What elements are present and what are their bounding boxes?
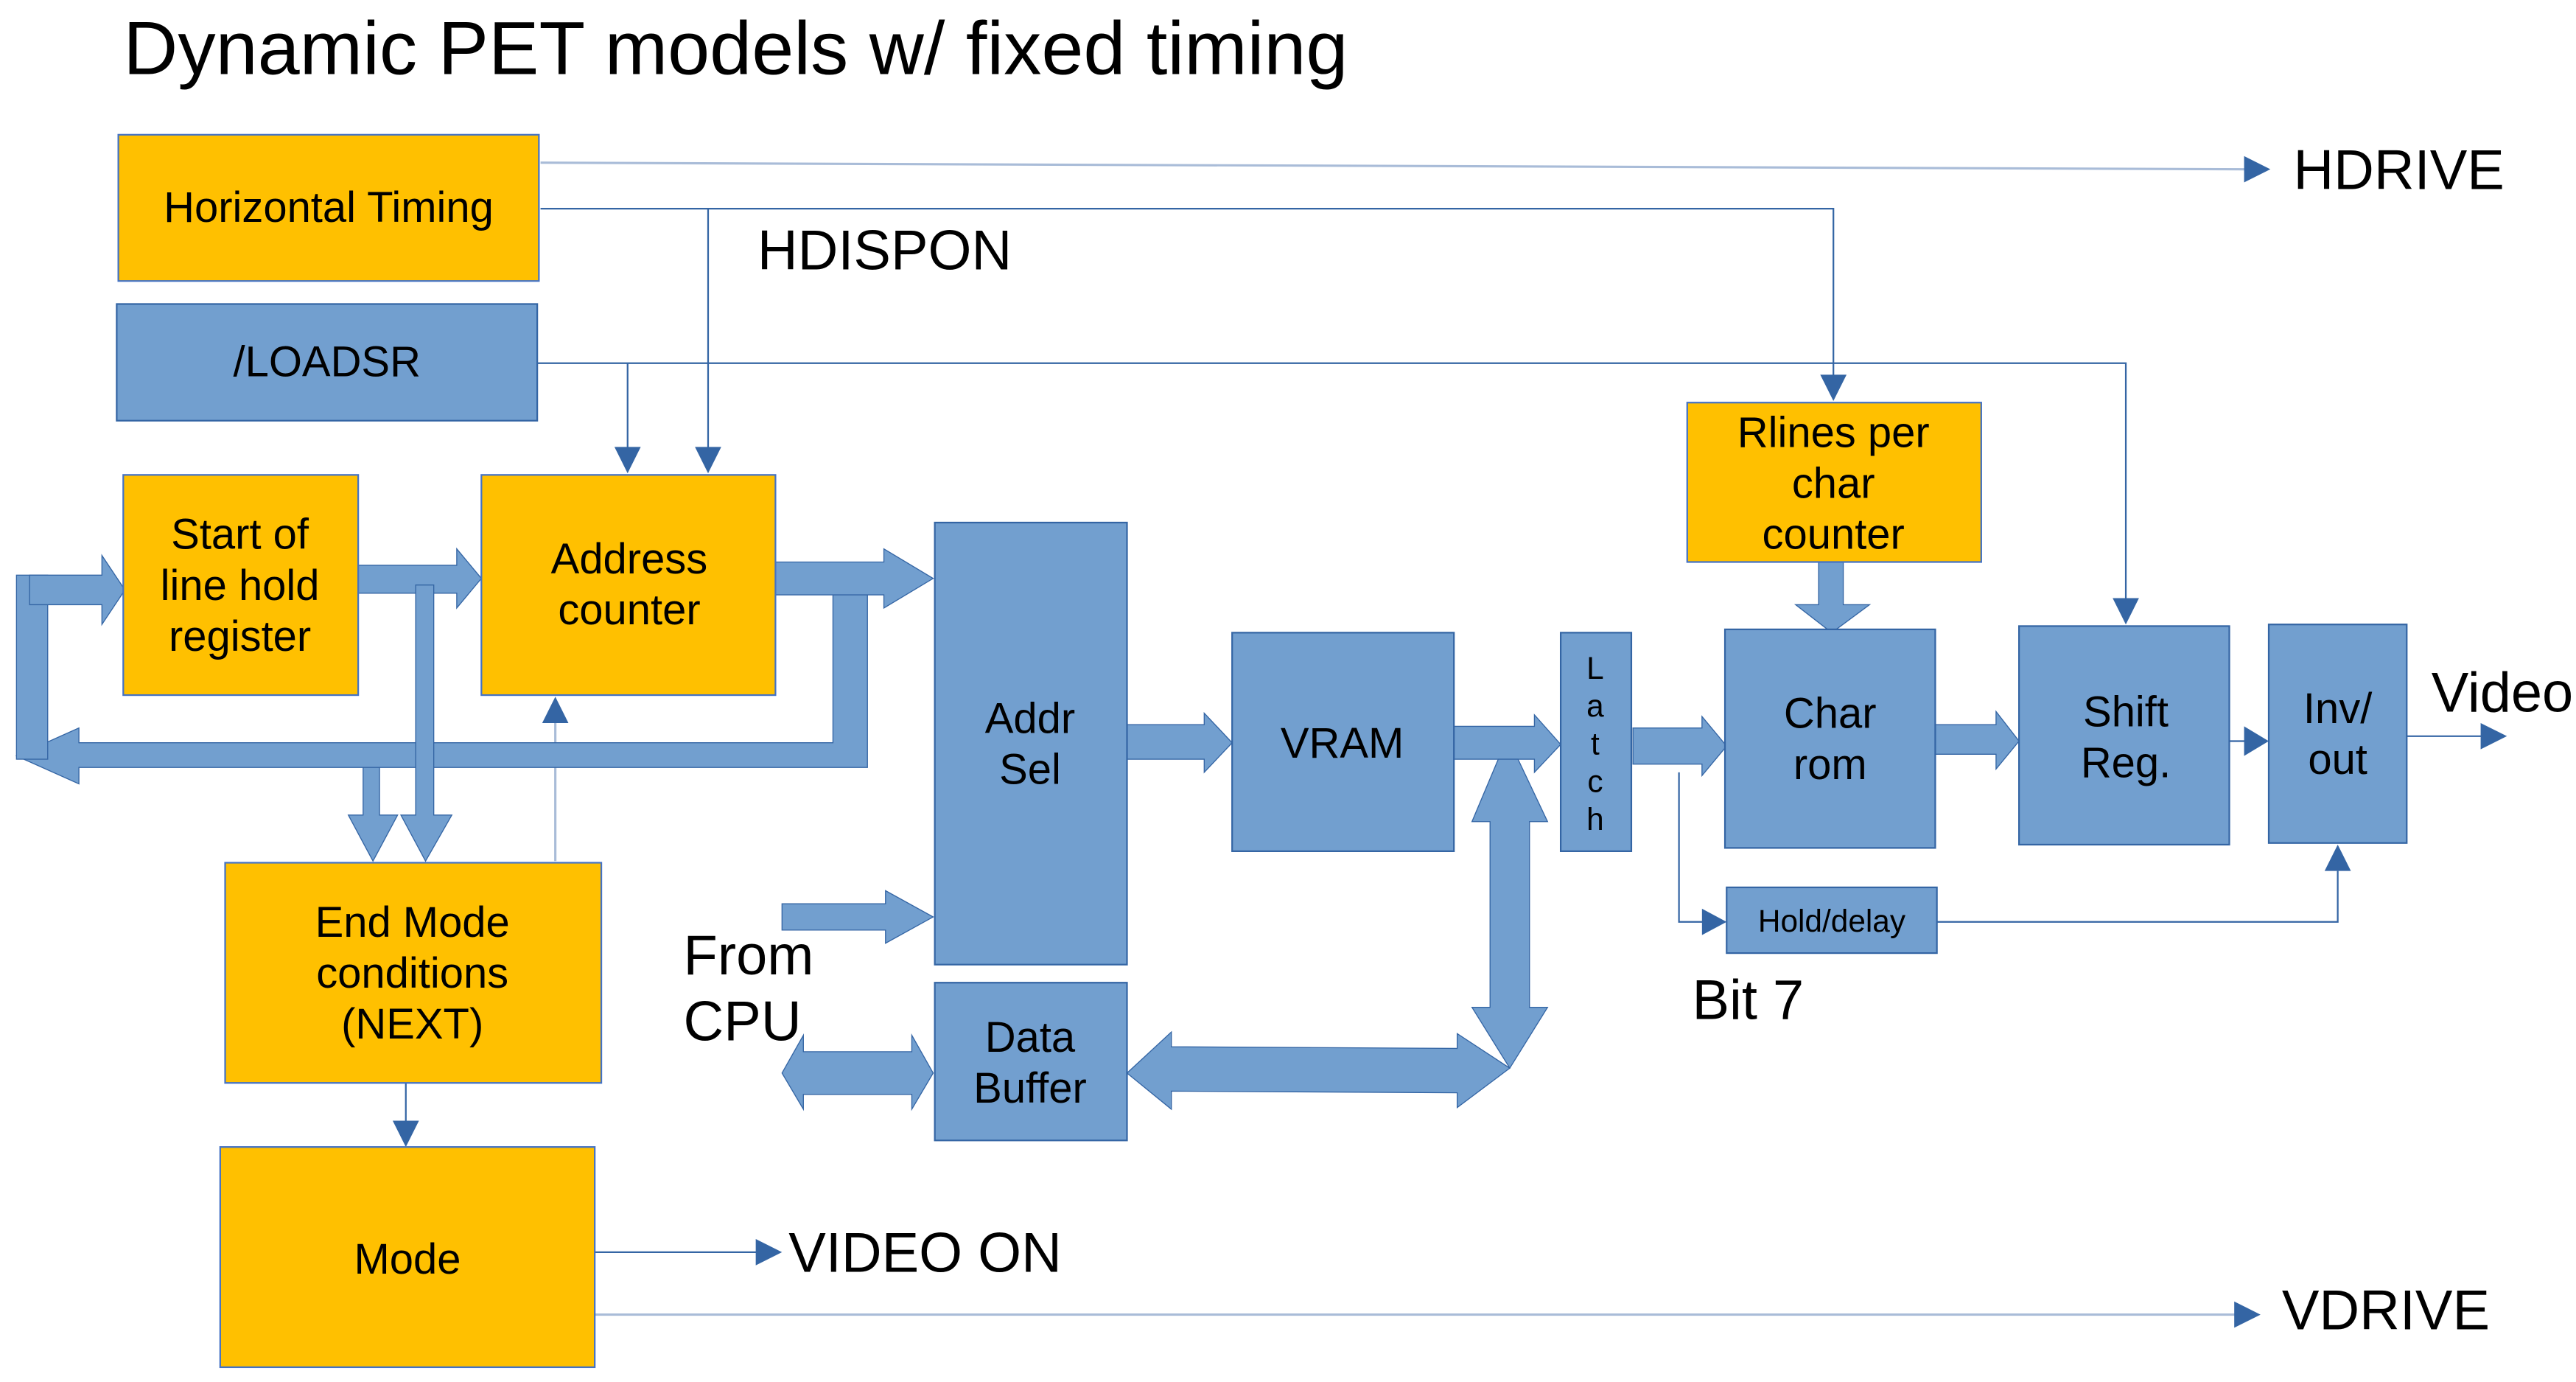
vram-to-latch-bus [1453, 713, 1562, 774]
feedback-left-riser [15, 574, 49, 760]
hold-delay-arrowhead [1701, 908, 1727, 935]
loadsr-shiftreg-arrowhead [2113, 598, 2139, 625]
cpu-to-addrsel-bus [781, 890, 934, 944]
feedback-to-start-bus [29, 554, 126, 627]
hdrive-wire [540, 161, 2248, 171]
end-mode-label-2: conditions [316, 950, 508, 997]
hold-delay-block: Hold/delay [1726, 886, 1938, 955]
diagram-title: Dynamic PET models w/ fixed timing [123, 5, 1348, 90]
bit7-label: Bit 7 [1692, 969, 1804, 1031]
latch-block: L a t c h [1559, 632, 1633, 852]
horizontal-timing-label: Horizontal Timing [164, 184, 494, 231]
loadsr-address-arrowhead [614, 447, 641, 474]
shift-reg-block: Shift Reg. [2018, 625, 2230, 846]
data-buffer-label-1: Data [985, 1014, 1076, 1061]
inv-out-label-1: Inv/ [2303, 685, 2373, 733]
vram-data-riser-bus [1471, 758, 1549, 1069]
from-cpu-label-1: From [684, 924, 814, 987]
mode-arrowhead [392, 1120, 419, 1148]
shift-reg-label-1: Shift [2083, 688, 2169, 736]
hdispon-wire [540, 208, 1835, 382]
address-to-addrsel-bus [774, 548, 934, 610]
vdrive-label: VDRIVE [2282, 1280, 2490, 1342]
char-rom-block: Char rom [1723, 628, 1936, 849]
mode-label: Mode [354, 1236, 461, 1283]
data-buffer-block: Data Buffer [934, 982, 1128, 1142]
shift-reg-label-2: Reg. [2081, 740, 2171, 787]
end-mode-label-3: (NEXT) [341, 1001, 483, 1048]
start-of-line-label-1: Start of [171, 512, 309, 559]
inv-out-bottom-arrowhead [2324, 844, 2351, 871]
charrom-to-shiftreg-bus [1934, 710, 2020, 771]
inv-out-label-2: out [2308, 736, 2367, 784]
horizontal-timing-block: Horizontal Timing [117, 133, 540, 282]
hdrive-arrowhead [2244, 156, 2271, 183]
start-of-line-label-3: register [169, 613, 311, 660]
char-rom-label-2: rom [1793, 741, 1867, 789]
video-label: Video [2432, 661, 2574, 724]
start-to-endmode-bus [399, 584, 453, 862]
start-of-line-block: Start of line hold register [122, 474, 360, 697]
start-of-line-label-2: line hold [161, 562, 320, 610]
addr-sel-label-2: Sel [999, 746, 1061, 793]
feedback-to-endmode-bus [347, 767, 399, 862]
addr-sel-label-1: Addr [985, 695, 1075, 742]
rlines-label-2: char [1792, 461, 1875, 508]
rlines-to-charrom-bus [1793, 561, 1872, 634]
latch-to-charrom-bus [1632, 715, 1728, 778]
vdrive-arrowhead [2234, 1301, 2261, 1328]
data-buffer-label-2: Buffer [973, 1065, 1087, 1112]
inv-out-arrowhead [2244, 726, 2269, 756]
latch-label-2: a [1586, 688, 1604, 723]
latch-label-4: c [1587, 764, 1603, 799]
hdrive-label: HDRIVE [2293, 139, 2504, 201]
video-on-label: VIDEO ON [788, 1222, 1062, 1285]
latch-label-1: L [1586, 651, 1604, 685]
latch-label-3: t [1591, 726, 1600, 761]
addr-sel-block: Addr Sel [934, 521, 1128, 966]
inv-out-block: Inv/ out [2267, 624, 2408, 844]
latch-label-5: h [1586, 802, 1604, 837]
hold-to-inv-wire [1936, 870, 2339, 923]
loadsr-wire [537, 362, 2127, 605]
hdispon-address-arrowhead [695, 447, 721, 474]
from-cpu-label-2: CPU [684, 990, 802, 1053]
rlines-counter-block: Rlines per char counter [1686, 402, 1982, 563]
mode-block: Mode [219, 1146, 596, 1369]
address-counter-label-1: Address [551, 536, 708, 583]
hold-delay-label: Hold/delay [1758, 904, 1906, 938]
vram-block: VRAM [1231, 632, 1455, 852]
hdispon-label: HDISPON [757, 220, 1012, 282]
video-arrowhead [2480, 722, 2507, 750]
rlines-label-3: counter [1763, 512, 1905, 559]
loadsr-block: /LOADSR [116, 303, 539, 422]
video-on-arrowhead [755, 1239, 783, 1266]
databuffer-vram-bus [1126, 1030, 1511, 1111]
addrsel-to-vram-bus [1126, 711, 1233, 774]
loadsr-label: /LOADSR [234, 339, 421, 386]
hdispon-rlines-arrowhead [1820, 374, 1847, 401]
address-counter-label-2: counter [558, 587, 700, 634]
vram-label: VRAM [1281, 720, 1404, 767]
char-rom-label-1: Char [1784, 691, 1877, 738]
cpu-data-bus [781, 1033, 934, 1111]
endmode-address-arrowhead [542, 697, 569, 723]
end-mode-block: End Mode conditions (NEXT) [224, 862, 603, 1084]
end-mode-label-1: End Mode [315, 899, 510, 946]
bit7-wire [1678, 772, 1706, 923]
rlines-label-1: Rlines per [1737, 409, 1930, 456]
start-to-address-bus [357, 547, 483, 610]
address-feedback-bus [15, 584, 868, 785]
address-counter-block: Address counter [480, 474, 777, 697]
